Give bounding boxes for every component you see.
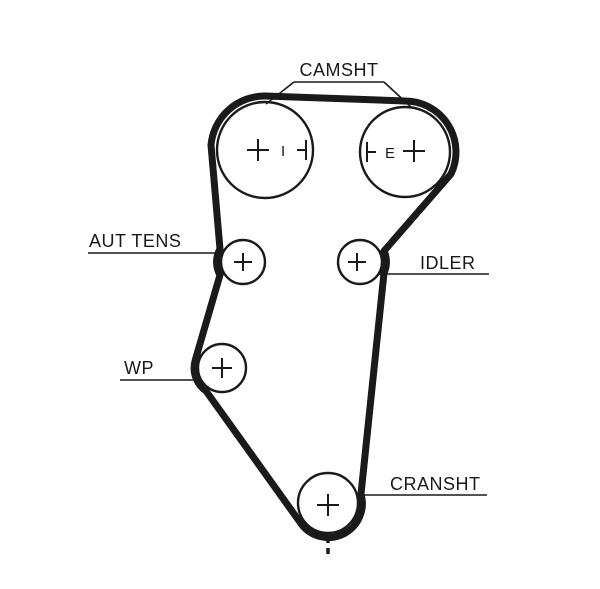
camshaft-intake-crosshair-icon bbox=[247, 139, 269, 161]
water-pump-label: WP bbox=[124, 358, 154, 378]
camshaft-exhaust-crosshair-icon bbox=[403, 140, 425, 162]
crankshaft-crosshair-icon bbox=[317, 494, 339, 516]
camshaft-leader-left bbox=[265, 81, 295, 105]
idler-label: IDLER bbox=[420, 253, 476, 273]
intake-mark-label: I bbox=[281, 143, 285, 160]
exhaust-timing-mark-icon bbox=[366, 142, 376, 162]
exhaust-mark-label: E bbox=[385, 145, 395, 162]
intake-timing-mark-icon bbox=[297, 140, 307, 160]
camshaft-label: CAMSHT bbox=[300, 60, 379, 80]
water-pump-crosshair-icon bbox=[212, 358, 232, 378]
tensioner-label: AUT TENS bbox=[89, 231, 181, 251]
tensioner-crosshair-icon bbox=[234, 253, 252, 271]
crankshaft-label: CRANSHT bbox=[390, 474, 481, 494]
idler-crosshair-icon bbox=[348, 253, 366, 271]
camshaft-leader-right bbox=[383, 81, 412, 108]
